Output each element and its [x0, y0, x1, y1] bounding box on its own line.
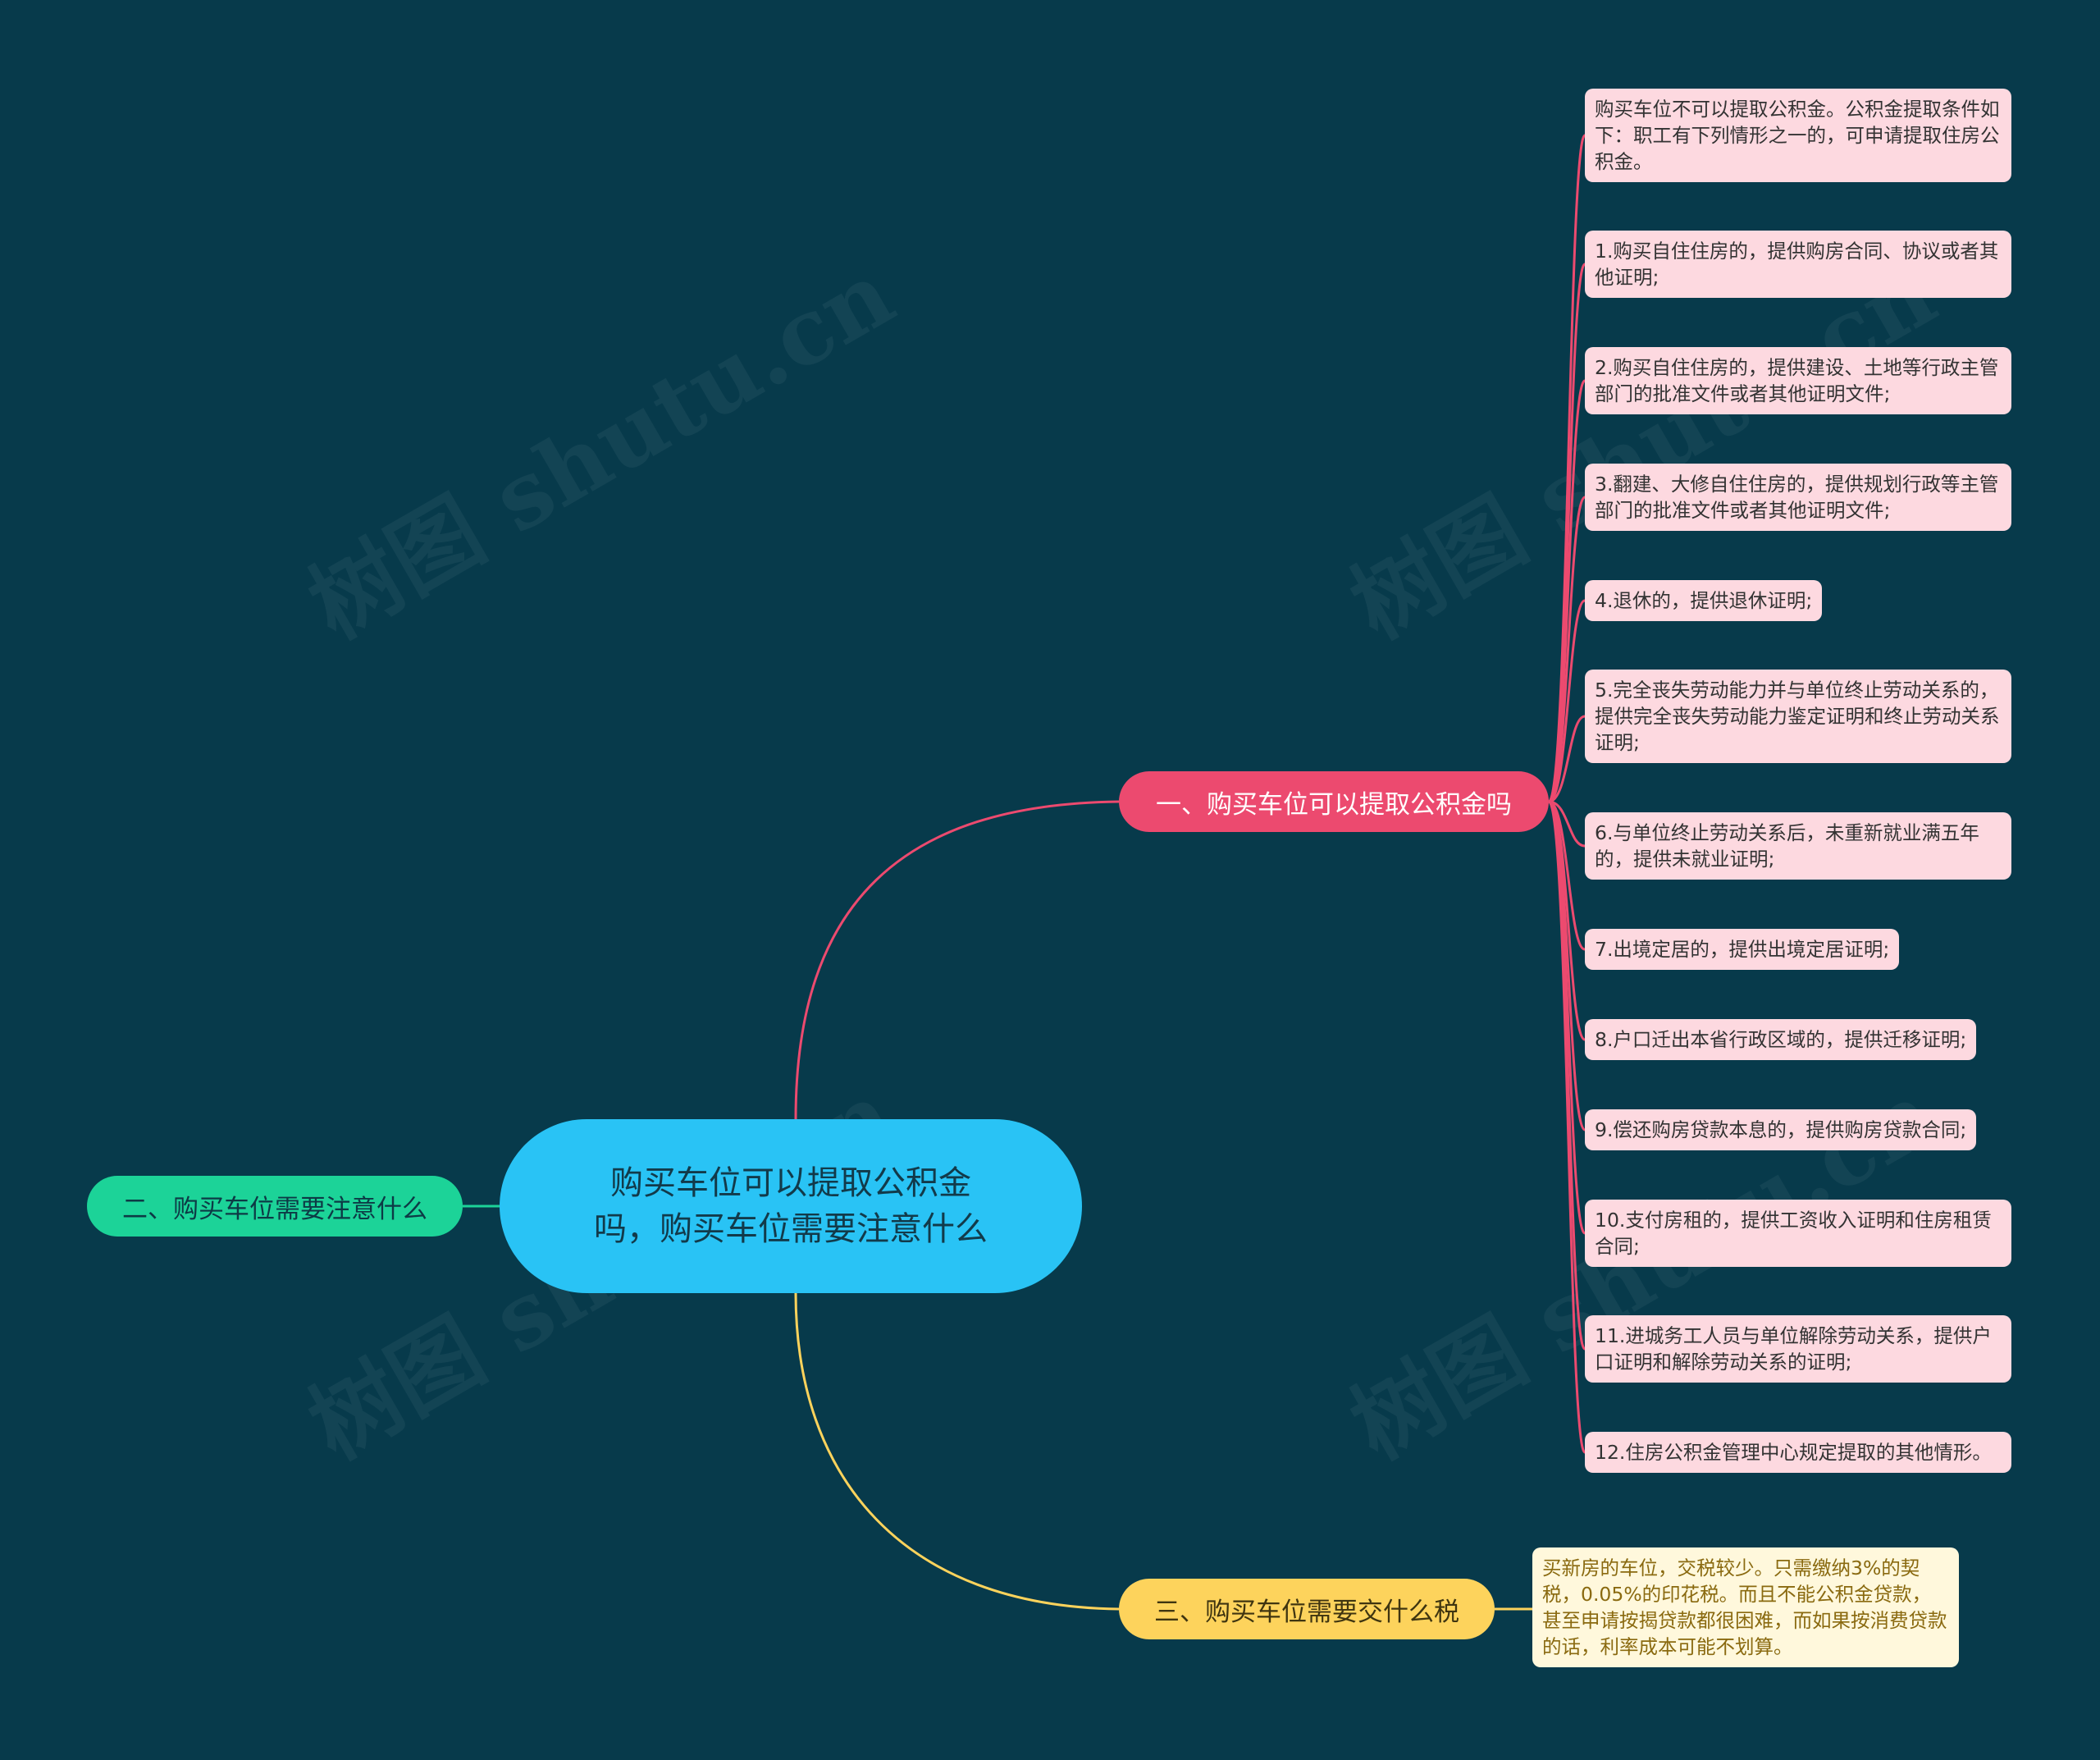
leaf-node[interactable]: 12.住房公积金管理中心规定提取的其他情形。: [1585, 1432, 2011, 1473]
leaf-node[interactable]: 6.与单位终止劳动关系后，未重新就业满五年的，提供未就业证明;: [1585, 812, 2011, 880]
leaf-node[interactable]: 8.户口迁出本省行政区域的，提供迁移证明;: [1585, 1019, 1977, 1060]
link-branch-1-leaf: [1548, 800, 1586, 848]
link-branch-1-leaf: [1548, 800, 1586, 951]
leaf-node[interactable]: 10.支付房租的，提供工资收入证明和住房租赁合同;: [1585, 1200, 2011, 1267]
branch-topic-2[interactable]: 二、购买车位需要注意什么: [87, 1176, 463, 1237]
link-branch-1-leaf: [1547, 800, 1586, 1454]
link-branch-1-leaf: [1548, 496, 1586, 803]
link-branch-1-leaf: [1548, 599, 1586, 803]
leaf-node[interactable]: 9.偿还购房贷款本息的，提供购房贷款合同;: [1585, 1109, 1977, 1150]
branch-topic-label: 一、购买车位可以提取公积金吗: [1156, 789, 1512, 820]
leaf-node[interactable]: 2.购买自住住房的，提供建设、土地等行政主管部门的批准文件或者其他证明文件;: [1585, 347, 2011, 414]
link-branch-1-leaf: [1548, 715, 1586, 803]
leaf-node[interactable]: 11.进城务工人员与单位解除劳动关系，提供户口证明和解除劳动关系的证明;: [1585, 1315, 2011, 1383]
leaf-node[interactable]: 3.翻建、大修自住住房的，提供规划行政等主管部门的批准文件或者其他证明文件;: [1585, 464, 2011, 531]
link-branch-1-leaf: [1547, 379, 1586, 803]
link-root-branch-1: [794, 800, 1120, 1120]
leaf-node[interactable]: 购买车位不可以提取公积金。公积金提取条件如下：职工有下列情形之一的，可申请提取住…: [1585, 89, 2011, 182]
leaf-node[interactable]: 1.购买自住住房的，提供购房合同、协议或者其他证明;: [1585, 231, 2011, 298]
branch-topic-3[interactable]: 三、购买车位需要交什么税: [1119, 1579, 1495, 1639]
branch-topic-1[interactable]: 一、购买车位可以提取公积金吗: [1119, 771, 1549, 832]
leaf-node[interactable]: 5.完全丧失劳动能力并与单位终止劳动关系的，提供完全丧失劳动能力鉴定证明和终止劳…: [1585, 670, 2011, 763]
leaf-node[interactable]: 4.退休的，提供退休证明;: [1585, 580, 1823, 621]
leaf-node-tax[interactable]: 买新房的车位，交税较少。只需缴纳3%的契税，0.05%的印花税。而且不能公积金贷…: [1532, 1547, 1959, 1667]
root-topic-label: 购买车位可以提取公积金吗，购买车位需要注意什么: [594, 1164, 988, 1248]
leaf-node[interactable]: 7.出境定居的，提供出境定居证明;: [1585, 929, 1900, 970]
branch-topic-label: 二、购买车位需要注意什么: [122, 1194, 427, 1224]
branch-1-leaf-links: [1547, 134, 1586, 1454]
root-topic[interactable]: 购买车位可以提取公积金吗，购买车位需要注意什么: [500, 1119, 1082, 1293]
branch-topic-label: 三、购买车位需要交什么税: [1154, 1597, 1459, 1627]
link-root-branch-3: [794, 1292, 1120, 1611]
